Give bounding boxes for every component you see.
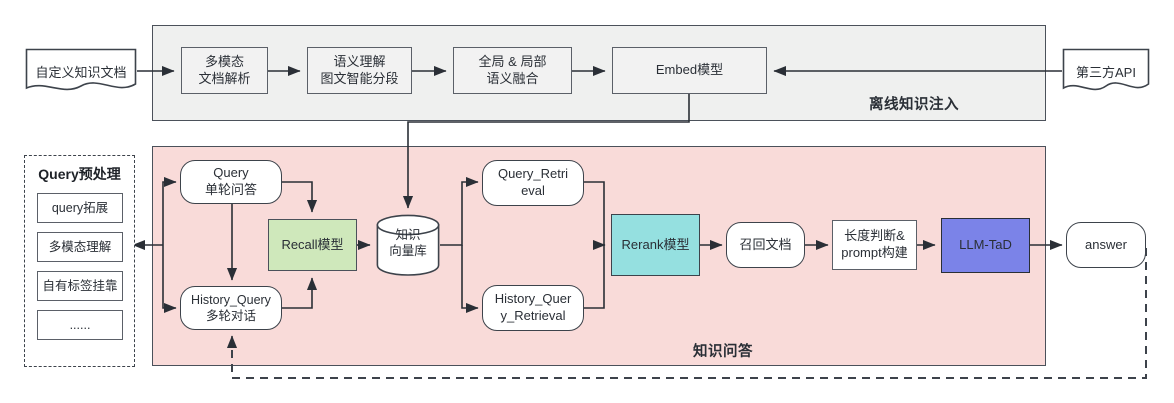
third-party-api-label: 第三方API (1076, 65, 1136, 80)
node-answer-label: answer (1085, 236, 1127, 252)
node-prompt-construction[interactable]: 长度判断& prompt构建 (832, 220, 917, 270)
query-preprocess-item-0-label: query拓展 (51, 201, 109, 215)
query-preprocess-item-2-label: 自有标签挂靠 (42, 279, 118, 293)
node-query-single-turn[interactable]: Query 单轮问答 (180, 160, 282, 204)
node-llm-tad-label: LLM-TaD (959, 237, 1012, 253)
step-multimodal-parse-label: 多模态 文档解析 (198, 53, 251, 86)
step-semantic-fusion-label: 全局 & 局部 语义融合 (478, 53, 547, 86)
node-query-retrieval-label: Query_Retri eval (497, 166, 569, 198)
query-preprocess-item-1-label: 多模态理解 (48, 240, 112, 254)
node-knowledge-vector-store-label: 知识 向量库 (389, 228, 427, 258)
query-preprocess-title: Query预处理 (24, 166, 135, 184)
source-document-shape: 自定义知识文档 (25, 48, 137, 94)
node-history-query-retrieval[interactable]: History_Quer y_Retrieval (482, 285, 584, 331)
step-embed-model[interactable]: Embed模型 (612, 47, 767, 94)
source-document-label: 自定义知识文档 (35, 65, 127, 80)
node-query-retrieval[interactable]: Query_Retri eval (482, 160, 584, 206)
step-embed-model-label: Embed模型 (655, 62, 724, 78)
node-recalled-documents[interactable]: 召回文档 (726, 222, 805, 268)
qa-zone-label: 知识问答 (693, 344, 753, 360)
node-recall-model-label: Recall模型 (281, 236, 344, 252)
query-preprocess-item-3[interactable]: ...... (37, 310, 123, 340)
node-llm-tad[interactable]: LLM-TaD (941, 218, 1030, 273)
node-knowledge-vector-store[interactable]: 知识 向量库 (376, 214, 440, 276)
step-semantic-segment-label: 语义理解 图文智能分段 (320, 53, 399, 86)
query-preprocess-item-2[interactable]: 自有标签挂靠 (37, 271, 123, 301)
node-answer[interactable]: answer (1066, 222, 1146, 268)
node-recall-model[interactable]: Recall模型 (268, 219, 357, 271)
node-history-query-label: History_Query 多轮对话 (191, 293, 271, 323)
query-preprocess-item-0[interactable]: query拓展 (37, 193, 123, 223)
step-multimodal-parse[interactable]: 多模态 文档解析 (181, 47, 268, 94)
query-preprocess-item-1[interactable]: 多模态理解 (37, 232, 123, 262)
node-recalled-documents-label: 召回文档 (739, 236, 792, 252)
node-query-single-turn-label: Query 单轮问答 (204, 165, 257, 197)
step-semantic-fusion[interactable]: 全局 & 局部 语义融合 (453, 47, 572, 94)
third-party-api-shape: 第三方API (1062, 48, 1150, 94)
offline-zone-label: 离线知识注入 (869, 97, 959, 113)
node-rerank-model-label: Rerank模型 (621, 236, 690, 252)
node-prompt-construction-label: 长度判断& prompt构建 (841, 228, 908, 260)
node-history-query[interactable]: History_Query 多轮对话 (180, 286, 282, 330)
node-history-query-retrieval-label: History_Quer y_Retrieval (494, 291, 572, 323)
step-semantic-segment[interactable]: 语义理解 图文智能分段 (307, 47, 412, 94)
node-rerank-model[interactable]: Rerank模型 (611, 214, 700, 276)
query-preprocess-item-3-label: ...... (69, 318, 91, 332)
query-preprocess-title-label: Query预处理 (38, 166, 121, 183)
